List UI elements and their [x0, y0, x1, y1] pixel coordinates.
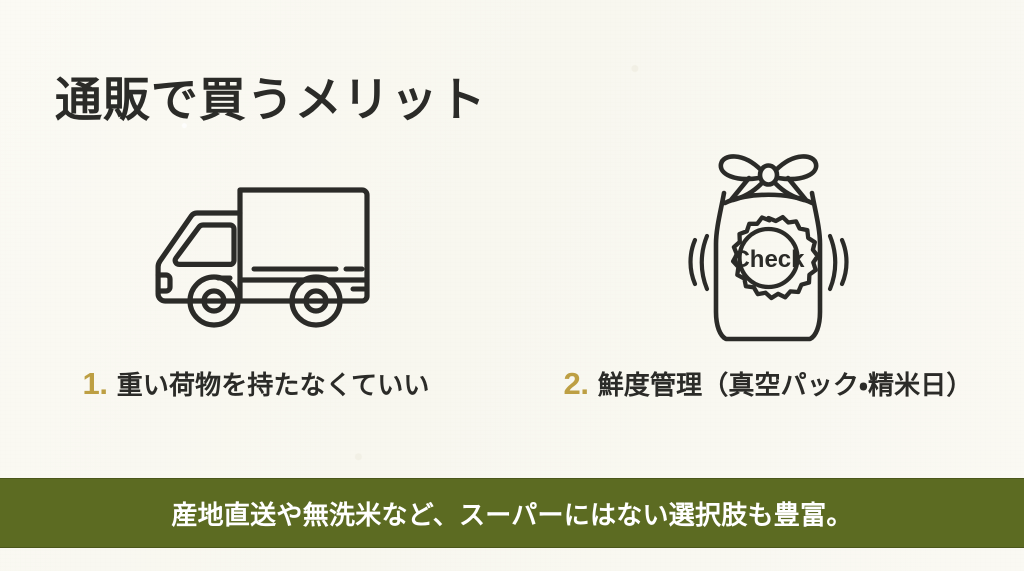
delivery-truck-illustration: [140, 130, 372, 365]
benefit-item-1: 1. 重い荷物を持たなくていい: [0, 130, 512, 430]
benefit-number-2: 2.: [563, 366, 589, 401]
benefit-label-2: 鮮度管理（真空パック・精米日）: [597, 370, 973, 400]
benefit-number-1: 1.: [82, 366, 108, 401]
benefit-label-1: 重い荷物を持たなくていい: [116, 370, 430, 400]
summary-banner-text: 産地直送や無洗米など、スーパーにはない選択肢も豊富。: [171, 499, 853, 530]
rice-bag-illustration: Check: [661, 130, 876, 365]
benefit-item-2: Check 2. 鮮度管理（真空パック・精米日）: [512, 130, 1024, 430]
benefit-caption-2: 2. 鮮度管理（真空パック・精米日）: [563, 365, 972, 402]
benefit-caption-1: 1. 重い荷物を持たなくていい: [82, 365, 429, 402]
page-title: 通販で買うメリット: [55, 73, 487, 127]
rice-bag-icon: Check: [661, 140, 876, 355]
rice-bag-seal-label: Check: [732, 246, 805, 273]
delivery-truck-icon: [140, 168, 372, 328]
benefits-row: 1. 重い荷物を持たなくていい: [0, 130, 1024, 430]
summary-banner: 産地直送や無洗米など、スーパーにはない選択肢も豊富。: [0, 478, 1024, 548]
